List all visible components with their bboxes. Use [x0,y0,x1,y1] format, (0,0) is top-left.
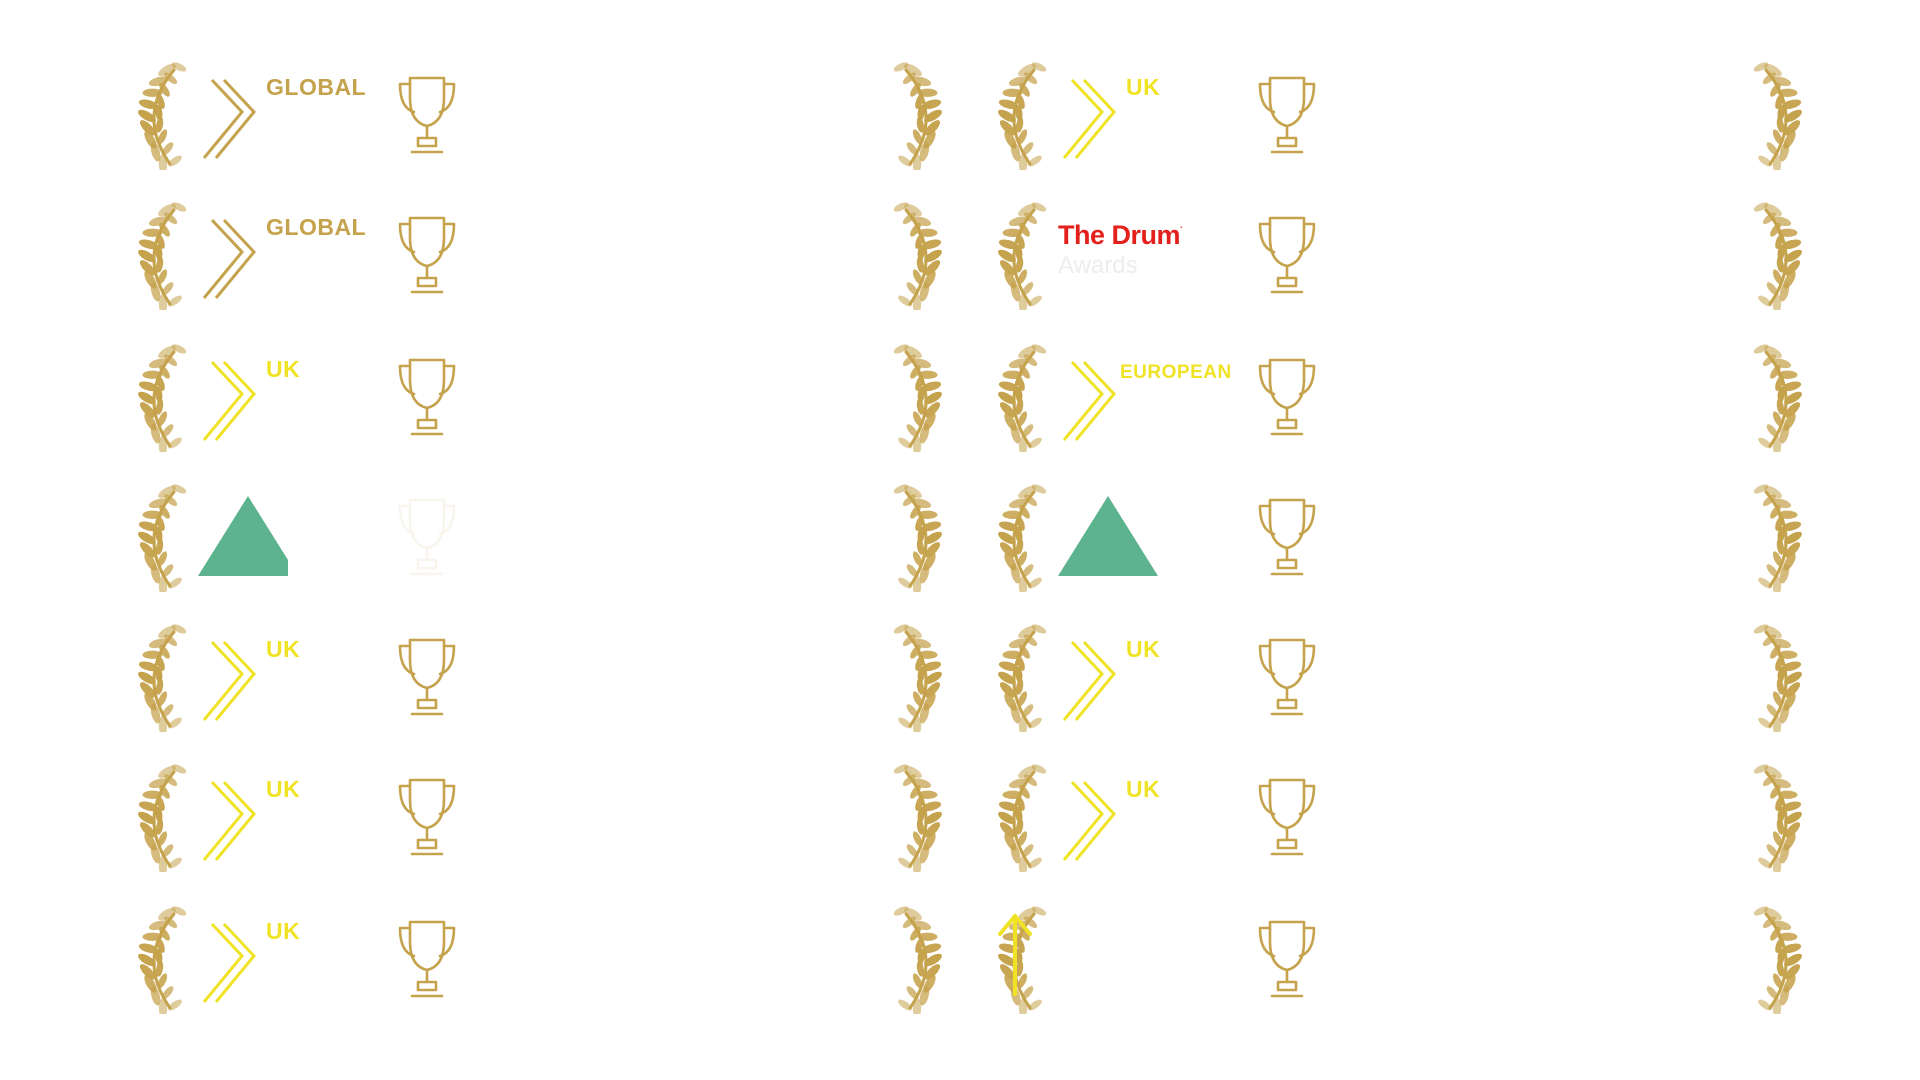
award-card: GLOBAL [130,60,950,170]
award-card: UK [130,762,950,872]
award-logo: UK [198,628,388,724]
award-logo [198,488,288,584]
award-card: UK [130,622,950,732]
laurel-wreath-icon [1754,60,1810,170]
award-title: GLOBAL [266,214,367,240]
laurel-wreath-icon [990,482,1046,592]
award-logo: GLOBAL [198,206,388,302]
award-card [990,904,1810,1014]
trophy-icon [398,494,456,580]
laurel-wreath-icon [894,762,950,872]
award-logo: UK [198,910,388,1006]
award-logo [990,904,1040,1000]
award-card [990,482,1810,592]
award-logo: UK [1058,768,1248,864]
award-logo: GLOBAL [198,66,388,162]
award-logo: The Drum.Awards [1058,206,1248,302]
award-card: UK [130,342,950,452]
award-card: UK [130,904,950,1014]
laurel-wreath-icon [130,200,186,310]
award-title: UK [1126,636,1161,662]
award-card [130,482,950,592]
award-logo: UK [1058,628,1248,724]
award-title: UK [266,636,301,662]
trophy-icon [1258,354,1316,440]
trophy-icon [398,634,456,720]
award-title: UK [266,776,301,802]
award-card: UK [990,60,1810,170]
trophy-icon [1258,212,1316,298]
laurel-wreath-icon [894,482,950,592]
award-logo: UK [198,348,388,444]
award-logo [1058,488,1248,584]
award-logo: EUROPEAN [1058,348,1248,444]
award-title: UK [266,918,301,944]
award-title: EUROPEAN [1120,362,1232,383]
award-title: The Drum. [1058,220,1183,250]
double-chevron-icon [202,78,256,159]
laurel-wreath-icon [1754,482,1810,592]
award-logo: UK [1058,66,1248,162]
double-chevron-icon [202,922,256,1003]
double-chevron-icon [1062,780,1116,861]
laurel-wreath-icon [990,200,1046,310]
double-chevron-icon [1062,78,1116,159]
award-title: UK [266,356,301,382]
trophy-icon [1258,494,1316,580]
laurel-wreath-icon [894,200,950,310]
trophy-icon [398,72,456,158]
trophy-icon [398,212,456,298]
laurel-wreath-icon [1754,762,1810,872]
laurel-wreath-icon [894,904,950,1014]
trophy-icon [1258,72,1316,158]
award-card: UK [990,622,1810,732]
up-arrow-icon [998,914,1032,996]
award-subtitle: Awards [1058,252,1138,279]
laurel-wreath-icon [990,762,1046,872]
laurel-wreath-icon [130,60,186,170]
trophy-icon [1258,774,1316,860]
laurel-wreath-icon [130,482,186,592]
laurel-wreath-icon [894,342,950,452]
laurel-wreath-icon [1754,622,1810,732]
award-title: UK [1126,74,1161,100]
award-card: GLOBAL [130,200,950,310]
trophy-icon [1258,916,1316,1002]
laurel-wreath-icon [894,60,950,170]
trophy-icon [398,354,456,440]
laurel-wreath-icon [1754,904,1810,1014]
laurel-wreath-icon [990,622,1046,732]
award-card: The Drum.Awards [990,200,1810,310]
double-chevron-icon [202,780,256,861]
award-title: GLOBAL [266,74,367,100]
laurel-wreath-icon [130,904,186,1014]
laurel-wreath-icon [1754,342,1810,452]
green-triangle-icon [198,496,288,576]
laurel-wreath-icon [130,342,186,452]
double-chevron-icon [1062,360,1116,441]
double-chevron-icon [202,360,256,441]
award-title: UK [1126,776,1161,802]
trophy-icon [398,774,456,860]
double-chevron-icon [202,640,256,721]
double-chevron-icon [202,218,256,299]
trophy-icon [1258,634,1316,720]
award-logo: UK [198,768,388,864]
laurel-wreath-icon [990,60,1046,170]
double-chevron-icon [1062,640,1116,721]
laurel-wreath-icon [1754,200,1810,310]
trademark-dot: . [1180,220,1183,230]
laurel-wreath-icon [894,622,950,732]
award-card: UK [990,762,1810,872]
trophy-icon [398,916,456,1002]
green-triangle-icon [1058,496,1158,576]
award-card: EUROPEAN [990,342,1810,452]
laurel-wreath-icon [990,342,1046,452]
laurel-wreath-icon [130,622,186,732]
laurel-wreath-icon [130,762,186,872]
